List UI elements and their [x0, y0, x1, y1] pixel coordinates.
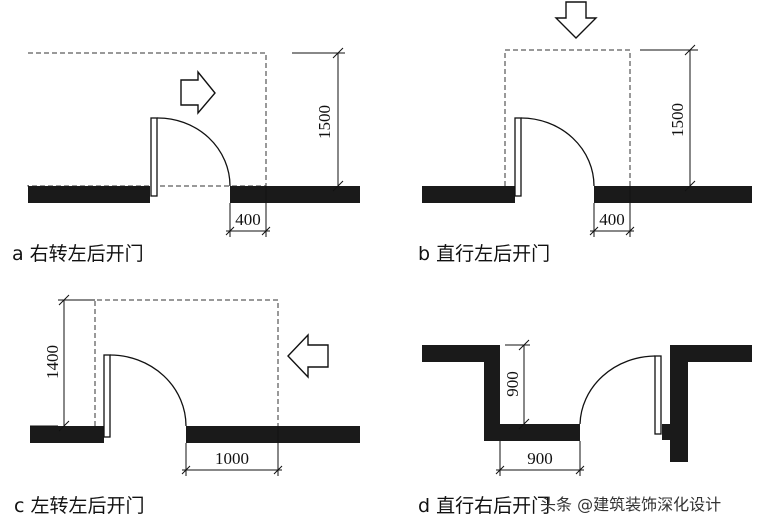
dim-horizontal: 1000	[215, 449, 249, 468]
clearance-zone	[504, 49, 631, 186]
panel-b: 1500 400 b 直行左后开门	[418, 1, 752, 265]
dim-vertical: 1400	[43, 345, 62, 379]
dim-vertical: 1500	[315, 105, 334, 139]
caption: b 直行左后开门	[418, 243, 550, 265]
door-swing-arc	[579, 355, 656, 425]
door-swing-arc	[109, 354, 187, 427]
wall	[662, 345, 752, 462]
right-arrow-icon	[180, 70, 216, 115]
door-leaf	[150, 117, 158, 197]
clearance-zone	[27, 52, 267, 187]
wall	[186, 426, 360, 443]
caption: d 直行右后开门	[418, 495, 550, 517]
watermark: 头条 @建筑装饰深化设计	[540, 495, 721, 514]
door-swing-arc	[156, 117, 231, 187]
door-leaf	[103, 354, 111, 438]
left-arrow-icon	[287, 333, 329, 379]
caption: a 右转左后开门	[12, 243, 144, 265]
dim-vertical: 900	[503, 371, 522, 397]
caption: c 左转左后开门	[14, 495, 145, 517]
door-swing-arc	[520, 117, 595, 187]
door-leaf	[514, 117, 522, 197]
panel-a: 1500 400 a 右转左后开门	[12, 47, 360, 265]
dim-vertical: 1500	[668, 103, 687, 137]
panel-c: 1400 1000 c 左转左后开门	[14, 294, 360, 517]
wall	[30, 426, 104, 443]
dim-horizontal: 400	[599, 210, 625, 229]
dim-horizontal: 400	[235, 210, 261, 229]
wall	[230, 186, 360, 203]
dim-horizontal: 900	[527, 449, 553, 468]
wall	[28, 186, 150, 203]
wall	[594, 186, 752, 203]
door-leaf	[654, 355, 662, 435]
wall	[422, 345, 580, 441]
panel-d: 900 900 d 直行右后开门	[418, 339, 752, 517]
wall	[422, 186, 515, 203]
clearance-zone	[94, 299, 279, 426]
down-arrow-icon	[554, 1, 598, 39]
